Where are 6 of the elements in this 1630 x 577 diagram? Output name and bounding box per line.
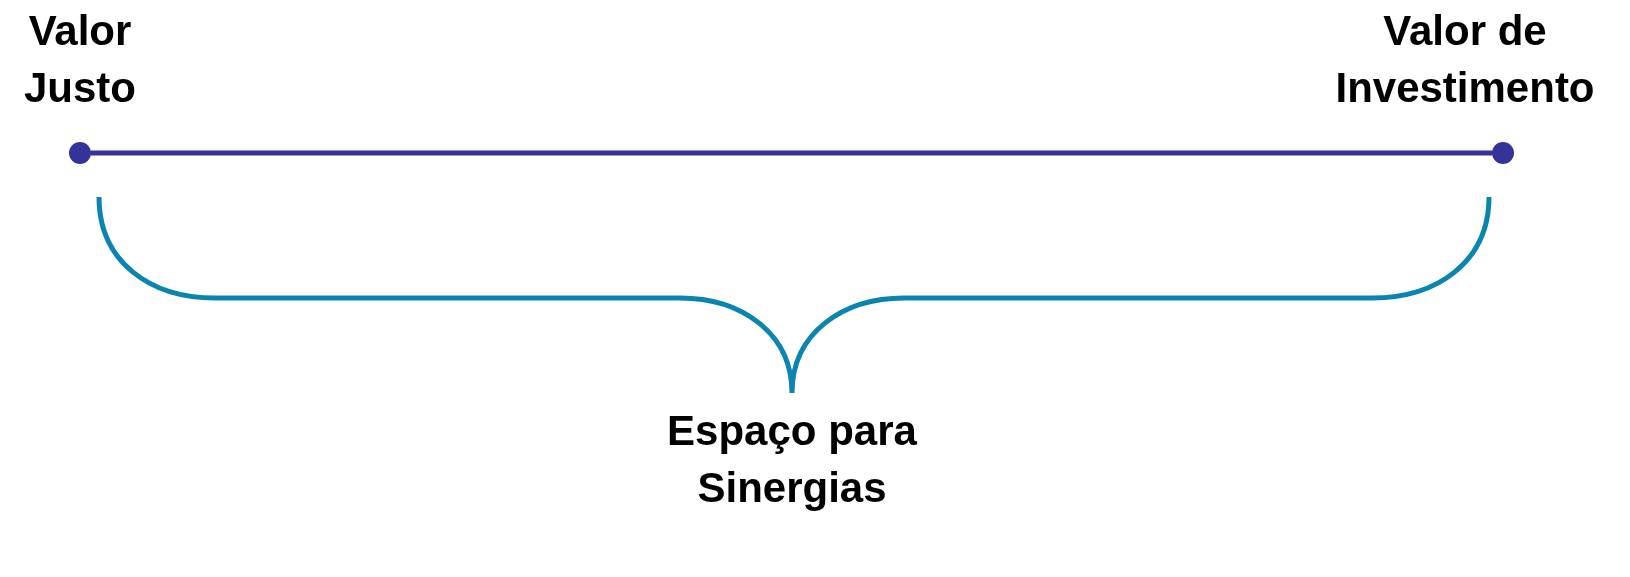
connector-line [91,150,1492,156]
endpoint-label: Valor Justo [23,6,137,113]
endpoint-dot [1492,142,1514,164]
endpoint-dot [69,142,91,164]
brace-label: Espaço para Sinergias [666,406,918,513]
endpoint-label: Valor de Investimento [1334,6,1596,113]
